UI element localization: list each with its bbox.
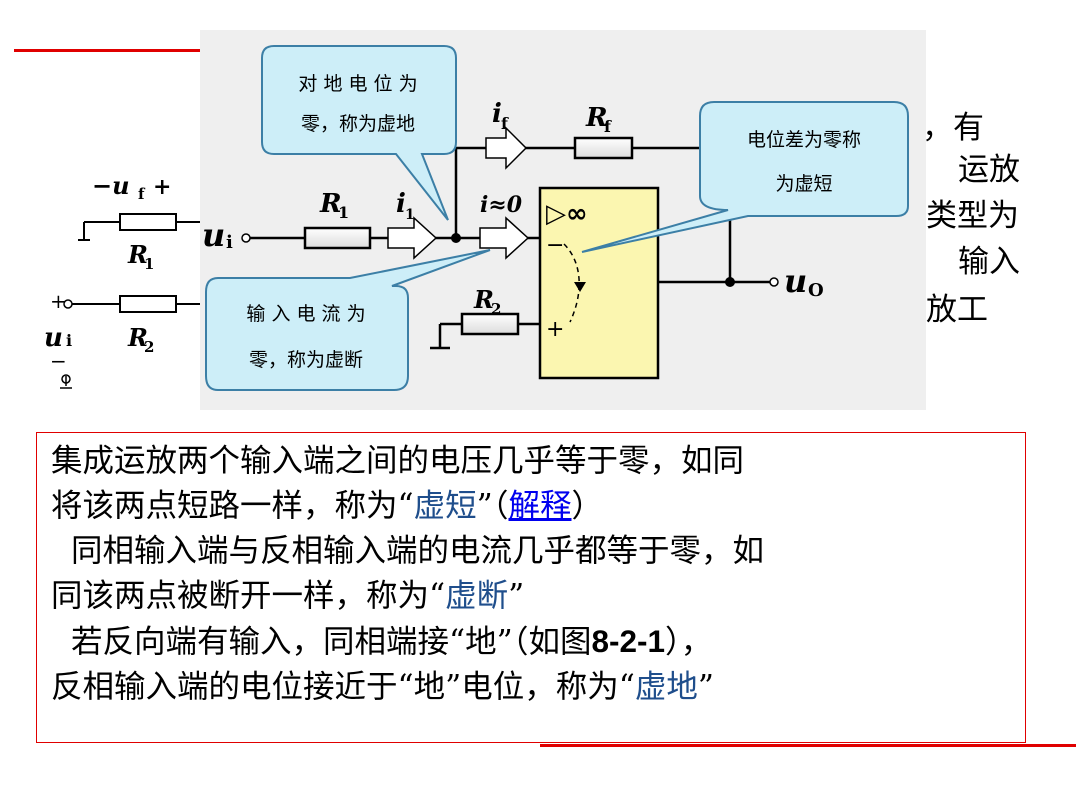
description-box: 集成运放两个输入端之间的电压几乎等于零，如同 将该两点短路一样，称为“虚短”（解…: [36, 432, 1026, 743]
background-text-2: 运放: [958, 152, 1020, 188]
term-virtual-short: 虚短: [413, 488, 477, 524]
op-amp-diagram: i f R f R 1 i 1 i≈0 R 2 u i u O ▷∞ − + 对…: [202, 45, 909, 391]
desc-line-2-pre: 将该两点短路一样，称为“: [51, 488, 414, 524]
resistor-r2: [460, 312, 520, 336]
rf-label: R: [585, 103, 608, 133]
op-amp-figure: i f R f R 1 i 1 i≈0 R 2 u i u O ▷∞ − + 对…: [200, 30, 926, 410]
r1-sub: 1: [338, 203, 349, 222]
left-minus: −: [50, 349, 67, 373]
r2-label: R: [473, 285, 494, 314]
desc-line-4-pre: 同该两点被断开一样，称为“: [51, 578, 446, 614]
rf-sub: f: [604, 117, 612, 136]
desc-line-3: 同相输入端与反相输入端的电流几乎都等于零，如: [51, 529, 1025, 574]
output-node: [725, 277, 735, 287]
i1-label: i: [396, 189, 406, 219]
left-ui-sub: i: [66, 331, 72, 350]
term-virtual-break: 虚断: [445, 578, 509, 614]
desc-line-1: 集成运放两个输入端之间的电压几乎等于零，如同: [51, 439, 1025, 484]
left-r2-label: R: [127, 323, 148, 352]
left-plus: +: [50, 289, 67, 313]
term-virtual-ground: 虚地: [634, 669, 698, 705]
resistor-r1: [303, 226, 372, 250]
virtual-short-arrow-icon: [574, 282, 586, 292]
top-red-rule: [14, 49, 204, 52]
left-ui-label: u: [44, 323, 63, 353]
callout-virtual-short-line2: 为虚短: [775, 173, 832, 195]
left-r1-sub: 1: [144, 255, 154, 273]
if-sub: f: [501, 114, 509, 133]
desc-line-6: 反相输入端的电位接近于“地”电位，称为“虚地”: [51, 665, 1025, 710]
callout-virtual-break-line2: 零，称为虚断: [249, 349, 363, 371]
amp-minus: −: [546, 233, 564, 258]
desc-line-6-post: ”: [697, 669, 714, 705]
bottom-red-rule: [540, 744, 1076, 747]
ui-label: u: [202, 216, 225, 254]
if-label: i: [492, 99, 502, 129]
desc-line-1-text: 集成运放两个输入端之间的电压几乎等于零，如同: [51, 443, 745, 479]
desc-line-4: 同该两点被断开一样，称为“虚断”: [51, 574, 1025, 619]
resistor-rf: [573, 136, 634, 160]
desc-line-6-pre: 反相输入端的电位接近于“地”电位，称为“: [51, 669, 635, 705]
virtual-short-dashed-line: [563, 243, 580, 323]
desc-line-3-text: 同相输入端与反相输入端的电流几乎都等于零，如: [51, 533, 765, 569]
desc-line-2-post: ）: [571, 488, 604, 524]
callout-virtual-ground-line1: 对 地 电 位 为: [298, 73, 417, 95]
i1-arrow-icon: [387, 216, 438, 260]
left-r1-label: R: [127, 240, 148, 269]
callout-virtual-break-line1: 输 入 电 流 为: [246, 303, 365, 325]
uo-label: u: [784, 262, 807, 300]
callout-virtual-short: [581, 101, 909, 253]
left-partial-circuit: −u f + R 1 R 2 + u i −: [44, 171, 200, 389]
desc-line-5-pre: 若反向端有输入，同相端接“地”（如图: [51, 624, 592, 660]
desc-line-5-post: ），: [665, 624, 713, 660]
amp-plus: +: [546, 317, 564, 342]
r1-label: R: [319, 189, 342, 219]
callout-virtual-ground-line2: 零，称为虚地: [301, 113, 415, 135]
desc-line-4-post: ”: [508, 578, 525, 614]
uf-label: −u: [92, 171, 130, 200]
uf-sub: f: [138, 185, 146, 203]
callout-virtual-ground: [261, 45, 457, 221]
i1-sub: 1: [405, 207, 415, 223]
desc-line-2-mid: ”（: [476, 488, 509, 524]
explain-link[interactable]: 解释: [508, 488, 572, 524]
callout-virtual-break: [205, 249, 491, 391]
background-text-5: 放工: [926, 292, 988, 328]
left-r2-sub: 2: [144, 338, 154, 356]
desc-line-5: 若反向端有输入，同相端接“地”（如图8-2-1），: [51, 619, 1025, 665]
background-text-4: 输入: [958, 244, 1020, 280]
i0-arrow-icon: [479, 216, 530, 260]
ui-sub: i: [226, 232, 233, 253]
output-terminal: [769, 277, 779, 287]
if-arrow-icon: [485, 126, 528, 170]
input-terminal: [241, 233, 251, 243]
uo-sub: O: [808, 280, 824, 301]
figure-reference: 8-2-1: [591, 623, 666, 659]
background-text-3: 类型为: [926, 198, 1019, 234]
op-amp-body: [538, 186, 660, 380]
junction-node: [451, 233, 461, 243]
uf-plus: +: [153, 174, 171, 200]
callout-virtual-short-line1: 电位差为零称: [747, 129, 861, 151]
background-text-1: ，有: [922, 110, 984, 146]
amp-symbol: ▷∞: [546, 199, 588, 229]
r2-sub: 2: [491, 300, 501, 318]
i0-label: i≈0: [480, 192, 523, 218]
desc-line-2: 将该两点短路一样，称为“虚短”（解释）: [51, 484, 1025, 529]
